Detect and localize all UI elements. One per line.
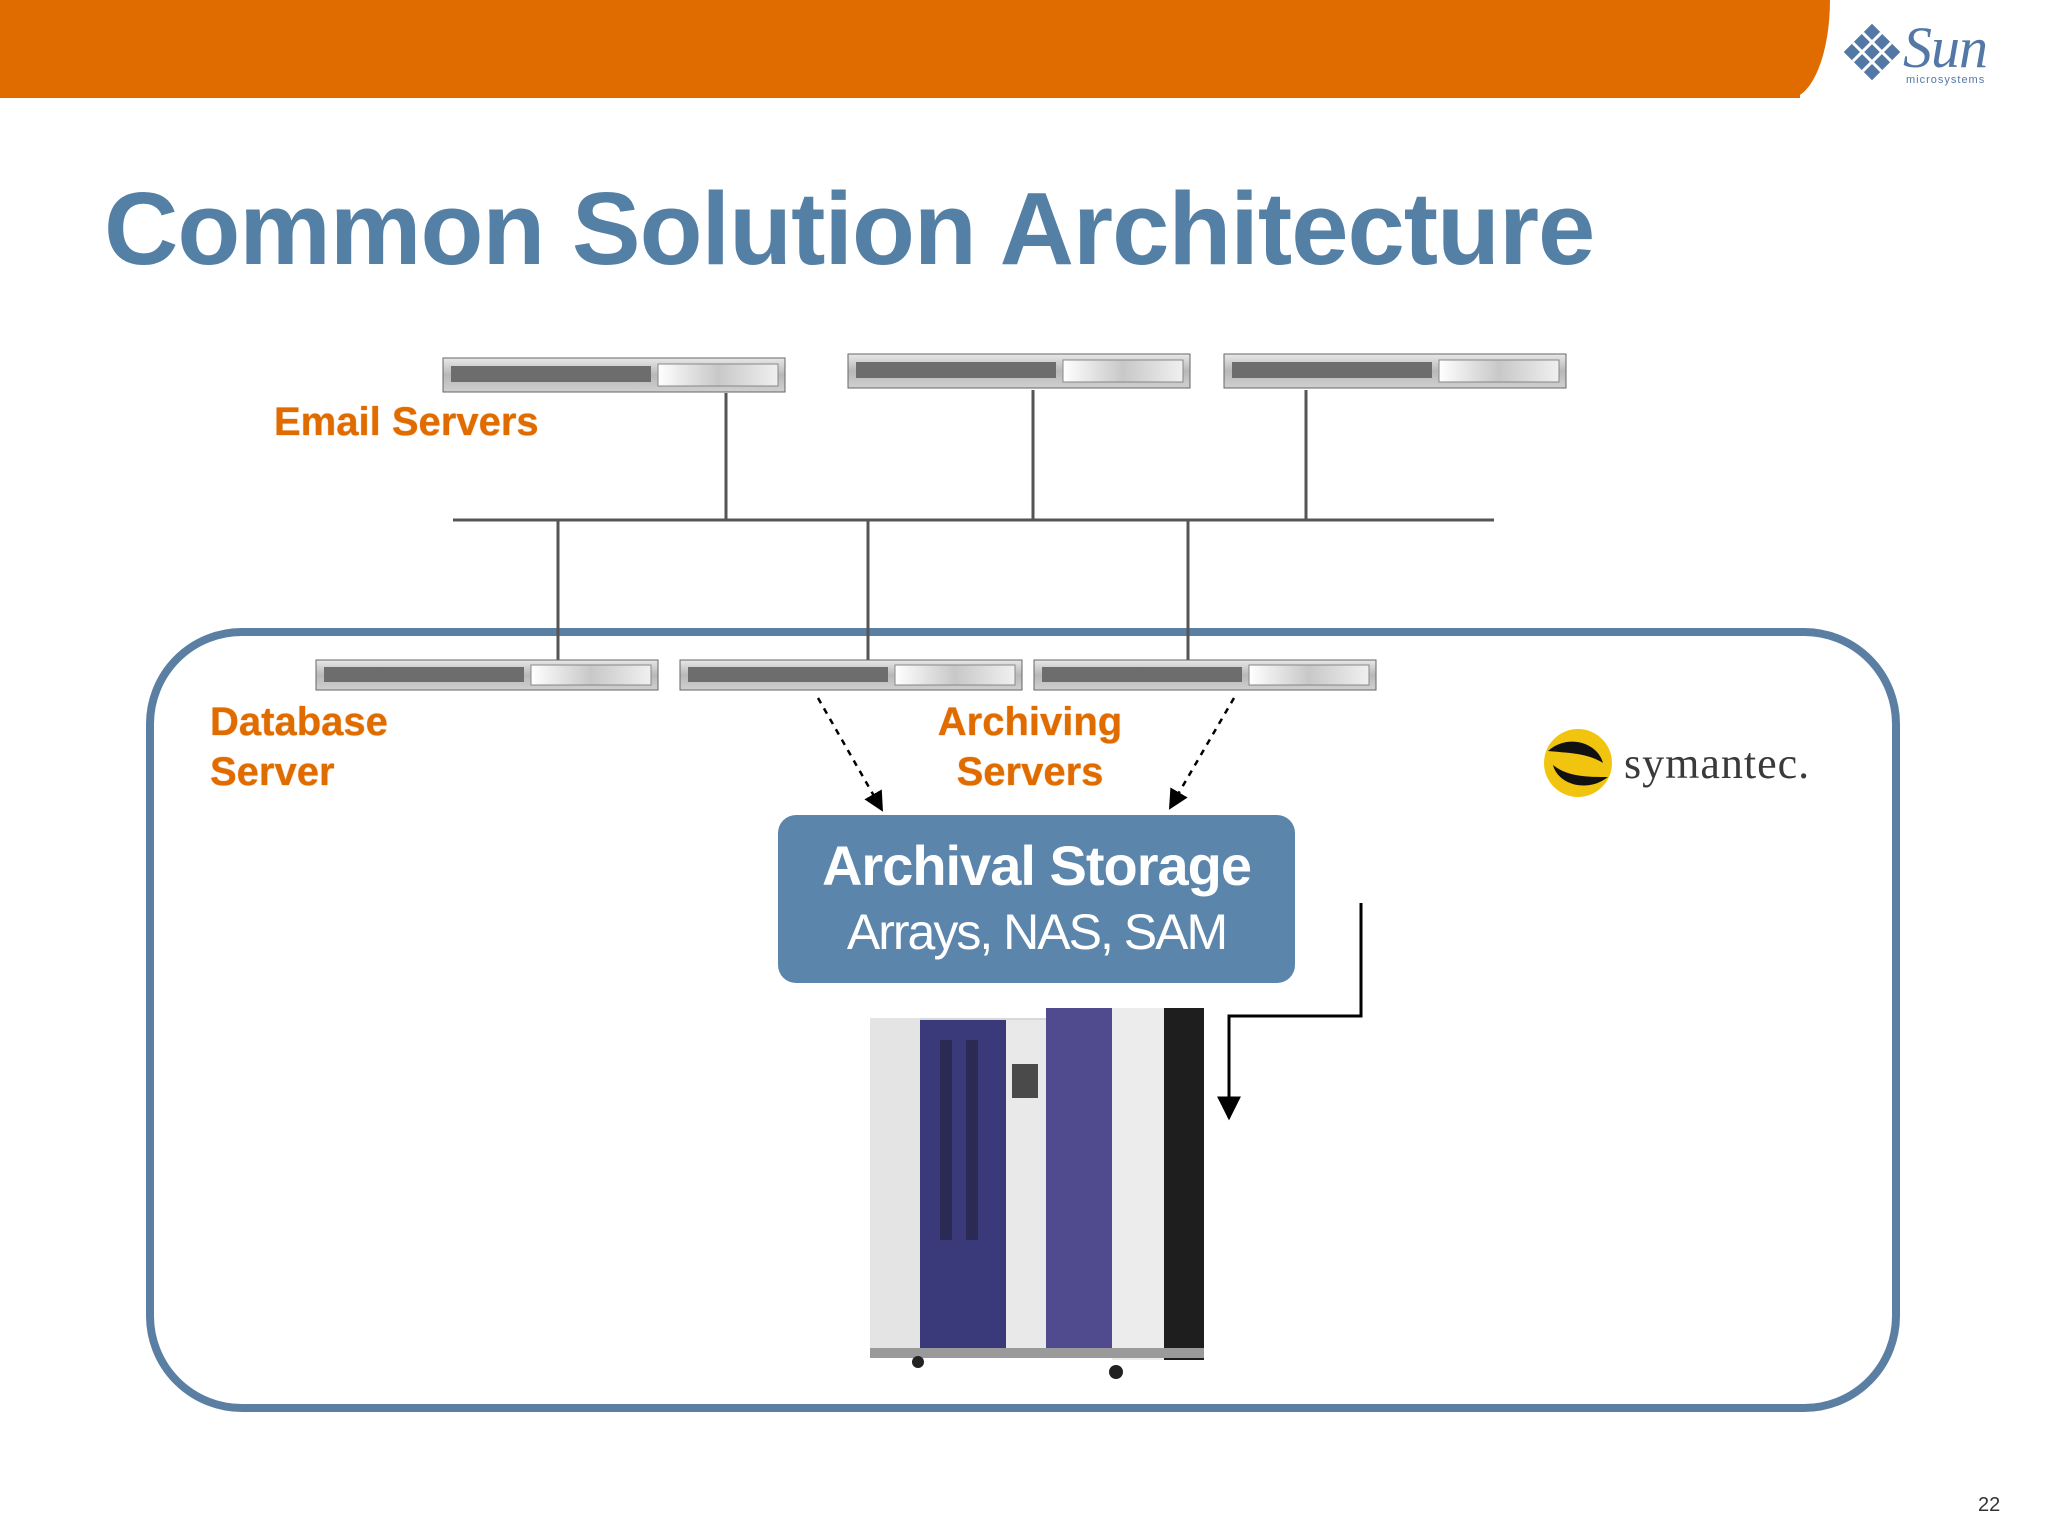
database-server-label-line1: Database [210,700,388,744]
database-server-label-line2: Server [210,750,335,794]
archiving-server-2 [1033,659,1377,691]
symantec-logo-icon [1544,729,1612,797]
archiving-servers-label-line1: Archiving [937,700,1123,744]
email-server-2 [847,353,1191,389]
database-server-label: Database Server [210,697,388,797]
archival-storage-box: Archival Storage Arrays, NAS, SAM [778,815,1295,983]
email-server-3 [1223,353,1567,389]
archive-arrow-right [1168,697,1236,810]
sun-logo-subtext: microsystems [1906,74,1986,86]
storage-to-library-connector [1217,903,1363,1121]
archiving-servers-label-line2: Servers [956,750,1104,794]
sun-logo-icon [1843,23,1901,81]
archival-storage-subtitle: Arrays, NAS, SAM [846,904,1228,960]
header-bar [0,0,1800,98]
archiving-zone-boundary [146,628,1900,1412]
database-server [315,659,659,691]
tape-library-icon [870,1008,1204,1379]
archive-arrow-left [816,697,884,812]
email-servers-label: Email Servers [274,400,539,444]
symantec-logo-text: symantec. [1624,739,1811,788]
archiving-servers-label: Archiving Servers [930,697,1130,797]
page-number: 22 [1978,1494,2001,1516]
archiving-server-1 [679,659,1023,691]
email-server-1 [442,357,786,393]
archival-storage-title: Archival Storage [821,834,1252,897]
slide-title: Common Solution Architecture [104,171,1595,286]
sun-logo-text: Sun [1903,15,1988,80]
